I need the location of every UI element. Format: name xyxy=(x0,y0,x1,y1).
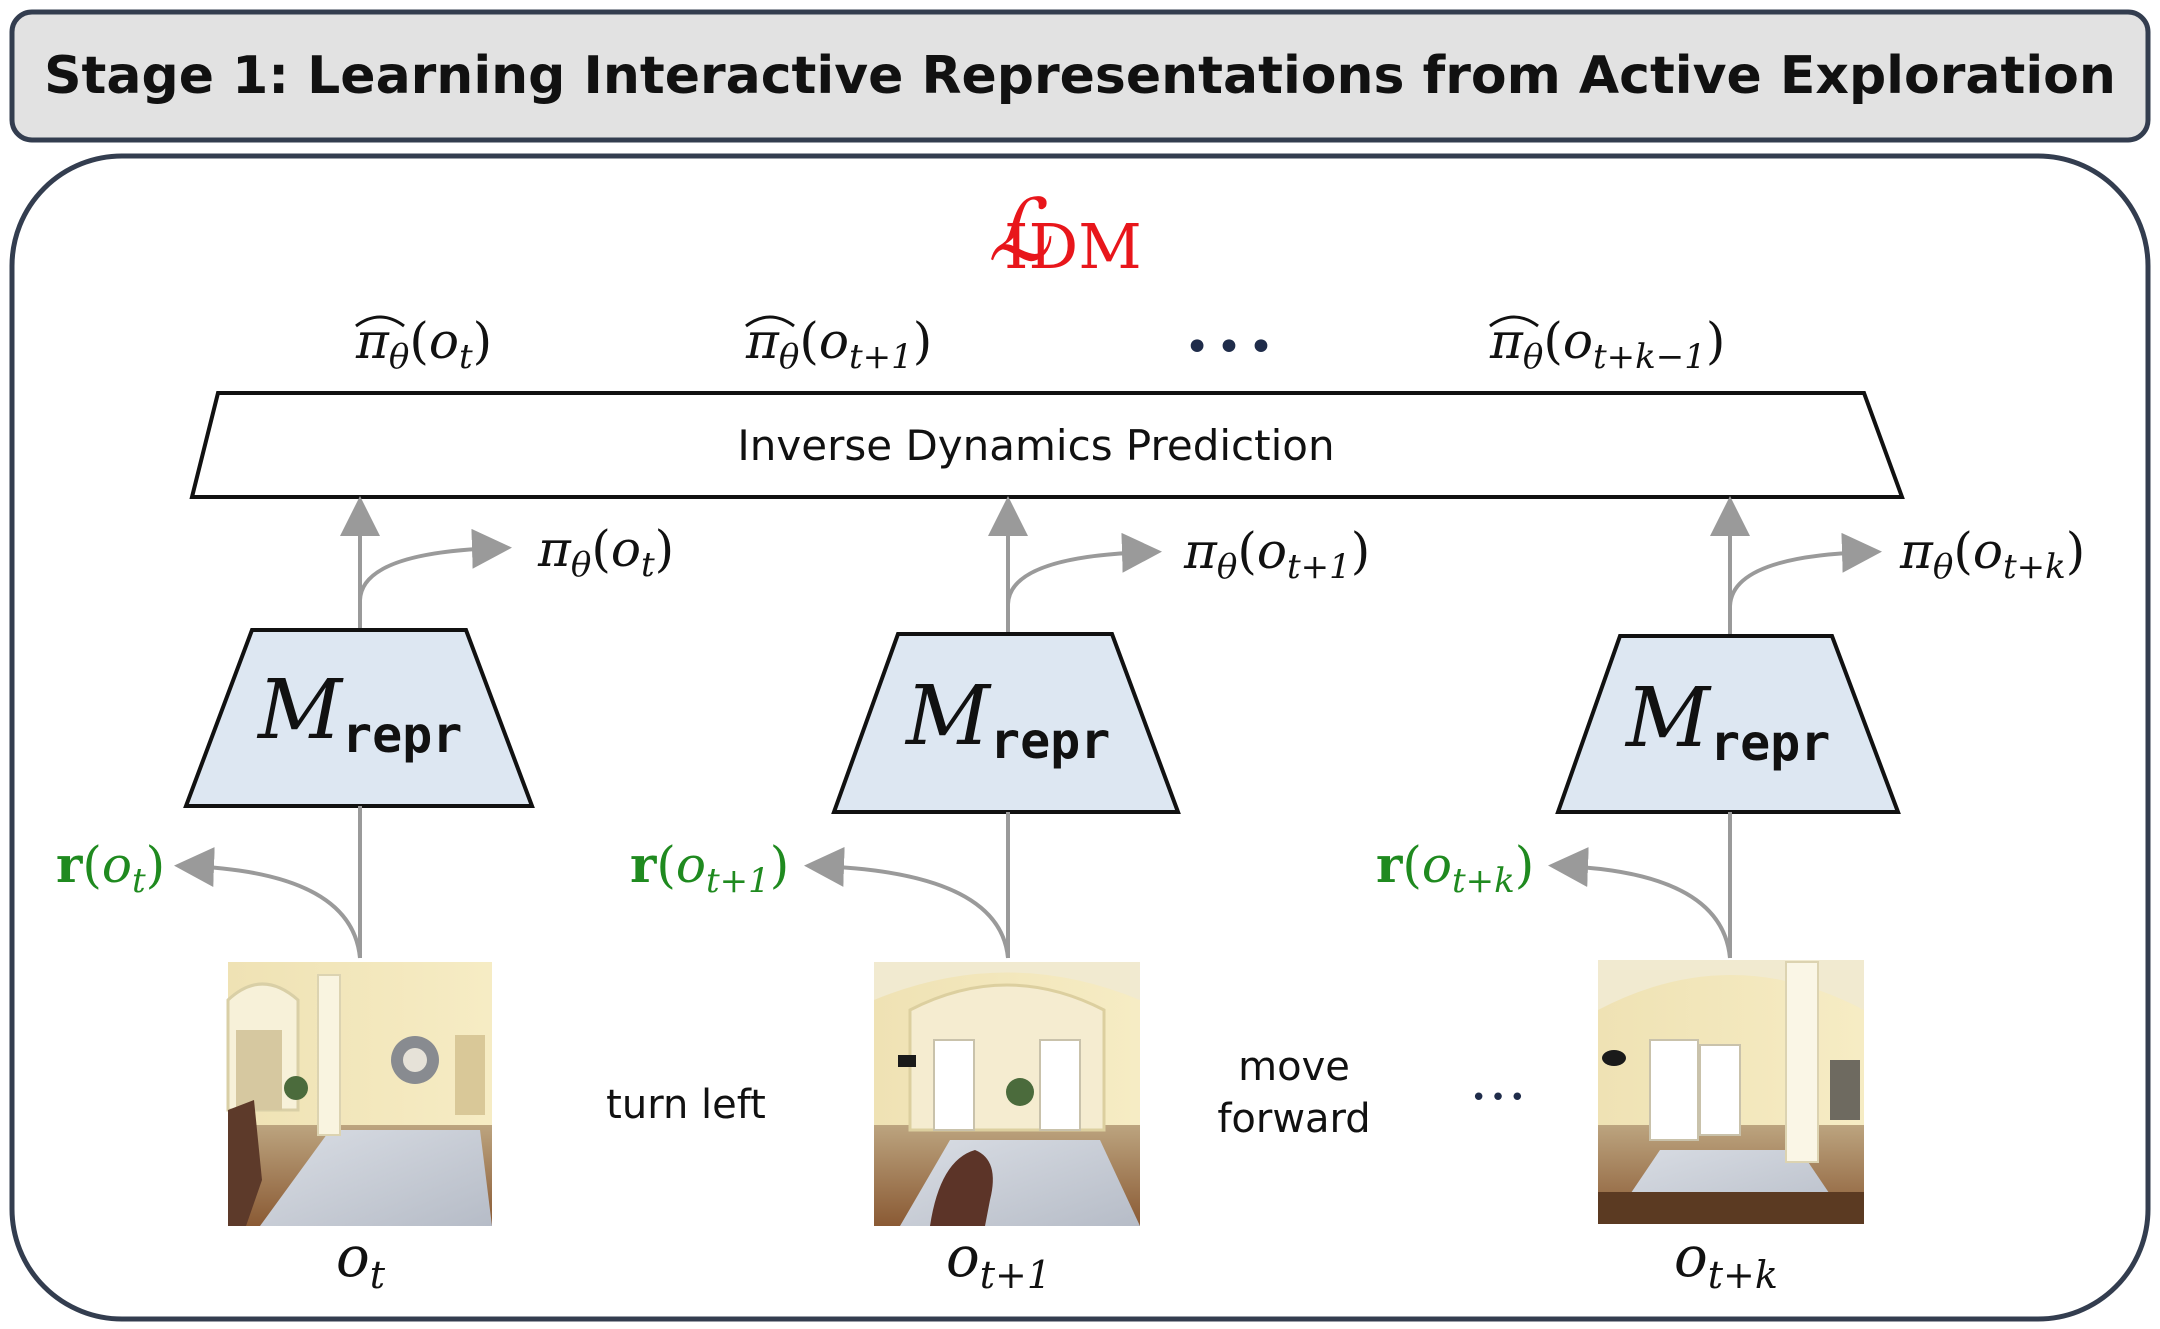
pi-symbol: π xyxy=(1489,312,1524,370)
pi-symbol: π xyxy=(355,312,390,370)
loss-symbol: ℒ xyxy=(988,181,1052,281)
observation-label: ot+1 xyxy=(946,1225,1051,1297)
column-1: πθ(ot+1) Mrepr r(ot+1) ot+1 xyxy=(630,496,1370,1297)
time-subscript: t+1 xyxy=(849,337,913,377)
close-paren: ) xyxy=(473,312,493,370)
observation-image xyxy=(1598,960,1864,1224)
action-turn-left: turn left xyxy=(606,1082,766,1128)
hat-icon xyxy=(745,315,795,328)
policy-output-arrow xyxy=(1728,532,1882,607)
representation-arrow xyxy=(804,846,1010,959)
prediction-label-1: πθ(ot+1) xyxy=(745,312,932,377)
idm-loss-label: ℒ IDM xyxy=(988,181,1142,283)
time-subscript: t xyxy=(459,337,473,377)
policy-output-label: πθ(ot+k) xyxy=(1899,522,2085,587)
policy-output-arrow xyxy=(358,528,512,601)
open-paren: ( xyxy=(799,312,819,370)
pi-symbol: π xyxy=(745,312,780,370)
action-move-line1: move xyxy=(1238,1044,1350,1090)
svg-text:πθ(ot): πθ(ot) xyxy=(355,312,492,377)
observation-label: ot+k xyxy=(1674,1225,1778,1297)
policy-output-arrow xyxy=(1006,532,1162,605)
open-paren: ( xyxy=(409,312,429,370)
theta-subscript: θ xyxy=(389,337,409,377)
observation-image xyxy=(874,962,1140,1226)
encoder-block xyxy=(1555,634,1901,814)
representation-arrow xyxy=(174,847,362,959)
action-move-line2: forward xyxy=(1217,1096,1370,1142)
encoder-label: Mrepr xyxy=(1624,671,1830,772)
stage-title: Stage 1: Learning Interactive Representa… xyxy=(44,46,2116,106)
representation-arrow xyxy=(1548,847,1732,959)
svg-text:ℒ: ℒ xyxy=(988,181,1052,281)
encoder-label: Mrepr xyxy=(256,663,462,764)
representation-label: r(ot) xyxy=(56,835,165,901)
close-paren: ) xyxy=(913,312,933,370)
representation-label: r(ot+1) xyxy=(630,835,789,901)
inverse-dynamics-block: Inverse Dynamics Prediction xyxy=(189,391,1905,499)
encoder-label: Mrepr xyxy=(904,669,1110,770)
svg-text:πθ(ot+k−1): πθ(ot+k−1) xyxy=(1489,312,1725,377)
representation-label: r(ot+k) xyxy=(1376,835,1534,901)
encoder-block xyxy=(831,632,1181,814)
hat-icon xyxy=(355,315,405,328)
theta-subscript: θ xyxy=(779,337,799,377)
title-panel: Stage 1: Learning Interactive Representa… xyxy=(9,9,2151,143)
close-paren: ) xyxy=(1706,312,1726,370)
column-2: πθ(ot+k) Mrepr r(ot+k) ot+k xyxy=(1376,496,2085,1297)
policy-output-label: πθ(ot+1) xyxy=(1183,522,1370,587)
prediction-ellipsis: ••• xyxy=(1184,322,1280,373)
hat-icon xyxy=(1489,315,1539,328)
column-0: πθ(ot) Mrepr r(ot) ot xyxy=(56,496,674,1297)
observation-symbol: o xyxy=(1563,312,1593,370)
prediction-label-0: πθ(ot) xyxy=(355,312,492,377)
open-paren: ( xyxy=(1543,312,1563,370)
action-ellipsis: ••• xyxy=(1471,1083,1529,1113)
inverse-dynamics-label: Inverse Dynamics Prediction xyxy=(737,421,1334,470)
policy-output-label: πθ(ot) xyxy=(537,520,674,585)
loss-subscript: IDM xyxy=(1004,210,1142,283)
observation-symbol: o xyxy=(429,312,459,370)
svg-text:IDM: IDM xyxy=(1004,210,1142,283)
time-subscript: t+k−1 xyxy=(1593,337,1706,377)
theta-subscript: θ xyxy=(1523,337,1543,377)
observation-image xyxy=(226,962,492,1226)
observation-label: ot xyxy=(336,1225,386,1297)
svg-text:πθ(ot+1): πθ(ot+1) xyxy=(745,312,932,377)
prediction-label-2: πθ(ot+k−1) xyxy=(1489,312,1725,377)
observation-symbol: o xyxy=(819,312,849,370)
encoder-block xyxy=(183,628,535,808)
